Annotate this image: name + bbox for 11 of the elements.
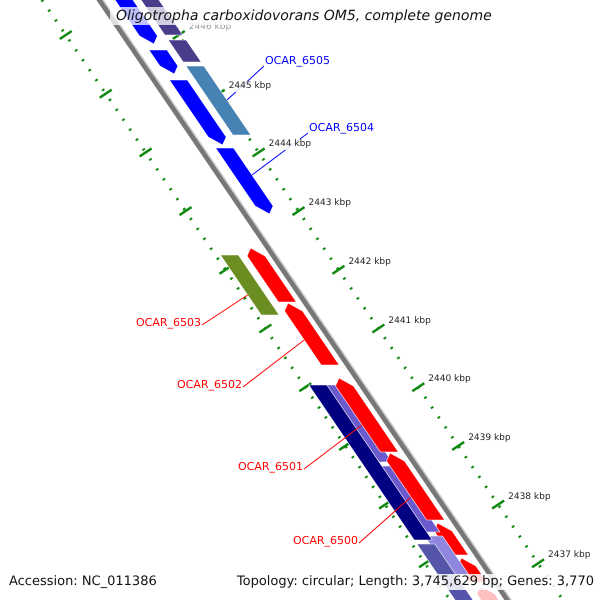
scale-label: 2437 kbp <box>548 550 590 562</box>
genome-summary-text: Topology: circular; Length: 3,745,629 bp; Genes: 3,770 <box>236 574 594 590</box>
scale-label: 2443 kbp <box>308 198 351 210</box>
scale-label: 2442 kbp <box>348 256 391 268</box>
scale-label: 2444 kbp <box>268 139 312 150</box>
scale-label: 2445 kbp <box>228 80 272 92</box>
scale-label: 2439 kbp <box>468 432 511 444</box>
accession-text: Accession: NC_011386 <box>9 574 157 590</box>
scale-label: 2438 kbp <box>508 492 551 503</box>
scale-label: 2441 kbp <box>388 316 431 326</box>
scale-label: 2440 kbp <box>428 374 471 386</box>
